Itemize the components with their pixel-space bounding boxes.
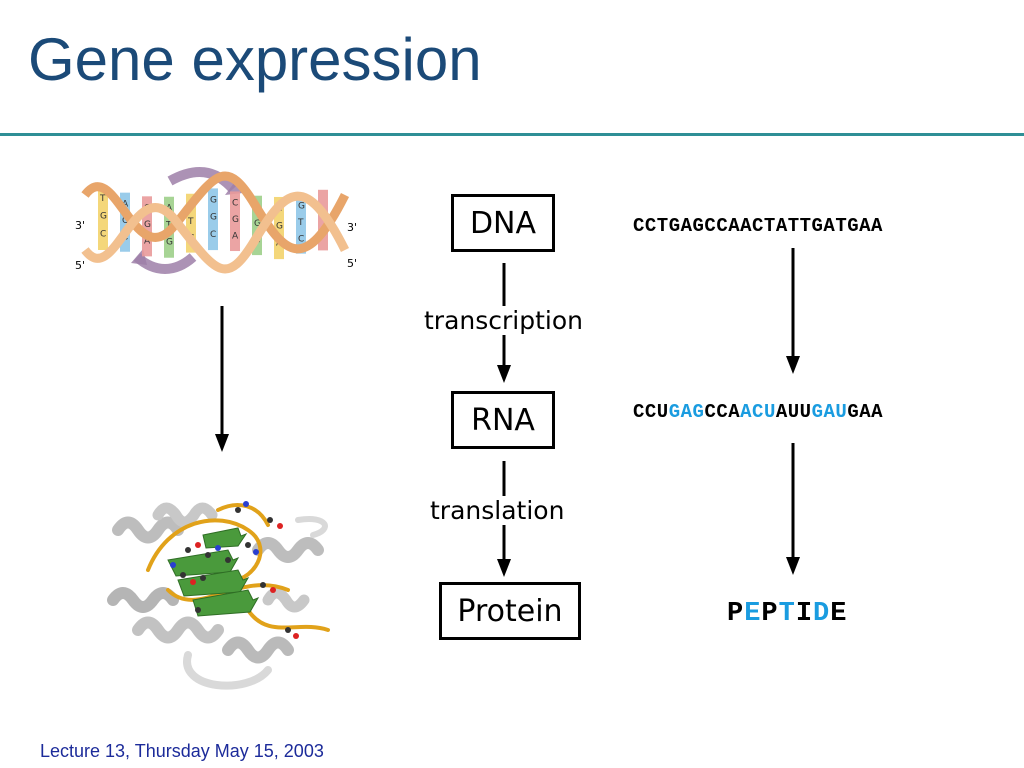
base-pair-rung <box>230 191 240 252</box>
atom <box>267 517 273 523</box>
residue-highlight: D <box>813 599 831 629</box>
codon-highlight: GAG <box>668 401 705 423</box>
slide-title: Gene expression <box>28 26 482 93</box>
base-letter: G <box>254 219 261 229</box>
atom <box>200 575 206 581</box>
base-letter: G <box>276 221 283 231</box>
left-down-arrow <box>215 306 229 452</box>
base-letter: A <box>122 200 129 210</box>
residue: E <box>830 599 848 629</box>
codon: CCU <box>633 401 669 423</box>
atom <box>215 545 221 551</box>
base-pair-rung <box>296 194 306 254</box>
dna-seq-to-rna-seq-arrow <box>786 248 800 374</box>
base-letter: G <box>122 216 129 226</box>
codon-highlight: ACU <box>740 401 776 423</box>
rna-seq-to-peptide-arrow <box>786 443 800 575</box>
atom <box>190 579 196 585</box>
base-letter: G <box>144 220 151 230</box>
base-letter: G <box>166 238 173 248</box>
dna-box: DNA <box>451 194 555 252</box>
rotation-arrow-top <box>167 166 237 193</box>
codon: CCA <box>704 401 741 423</box>
base-pair-rung <box>142 196 152 257</box>
rna-box: RNA <box>451 391 555 449</box>
atom <box>260 582 266 588</box>
footer-lecture-info: Lecture 13, Thursday May 15, 2003 <box>40 741 324 761</box>
atom <box>180 572 186 578</box>
base-pair-rung <box>120 192 130 252</box>
base-letter: G <box>298 202 305 212</box>
atom <box>195 542 201 548</box>
base-pair-rung <box>98 187 108 250</box>
label-5-prime-left: 5' <box>75 259 85 272</box>
atom <box>205 552 211 558</box>
protein-box: Protein <box>439 582 581 640</box>
base-pair-rung <box>274 196 284 260</box>
residue: P <box>727 599 745 629</box>
base-letter: T <box>297 218 304 228</box>
atom <box>277 523 283 529</box>
base-letter: G <box>210 213 217 223</box>
atom <box>293 633 299 639</box>
base-letter: C <box>100 229 106 239</box>
base-letter: G <box>210 195 217 205</box>
base-letter: C <box>232 198 238 208</box>
dna-sequence: CCTGAGCCAACTATTGATGAA <box>633 215 883 237</box>
residue-atoms <box>170 501 299 639</box>
backbone-strand-a <box>81 171 350 254</box>
base-letter: T <box>99 194 106 204</box>
atom <box>185 547 191 553</box>
base-pair-rung <box>186 193 196 253</box>
atom <box>235 507 241 513</box>
base-letter: A <box>232 231 239 241</box>
base-letter: C <box>298 234 304 244</box>
protein-structure-image <box>107 501 330 690</box>
atom <box>245 542 251 548</box>
atom <box>243 501 249 507</box>
label-3-prime-right: 3' <box>347 221 357 234</box>
title-divider <box>0 133 1024 136</box>
atom <box>225 557 231 563</box>
translation-label: translation <box>429 496 566 525</box>
transcription-label: transcription <box>423 306 584 335</box>
residue-highlight: T <box>778 599 796 629</box>
base-letter: C <box>210 230 216 240</box>
base-letter: G <box>232 215 239 225</box>
atom <box>270 587 276 593</box>
base-letter: T <box>187 217 194 227</box>
codon-highlight: GAU <box>811 401 848 423</box>
residue-highlight: E <box>744 599 762 629</box>
residue: I <box>795 599 814 629</box>
codon: GAA <box>847 401 884 423</box>
rna-sequence: CCUGAGCCAACUAUUGAUGAA <box>633 401 883 423</box>
peptide-sequence: PEPTIDE <box>727 599 847 629</box>
base-pair-rung <box>208 188 218 251</box>
atom <box>253 549 259 555</box>
atom <box>195 607 201 613</box>
base-pair-rung <box>252 195 262 256</box>
label-5-prime-right: 5' <box>347 257 357 270</box>
atom <box>285 627 291 633</box>
codon: AUU <box>775 401 812 423</box>
backbone-strand-b <box>81 191 350 274</box>
base-letter: G <box>100 212 107 222</box>
atom <box>170 562 176 568</box>
residue: P <box>761 599 779 629</box>
base-letter: A <box>144 237 151 247</box>
label-3-prime-left: 3' <box>75 219 85 232</box>
